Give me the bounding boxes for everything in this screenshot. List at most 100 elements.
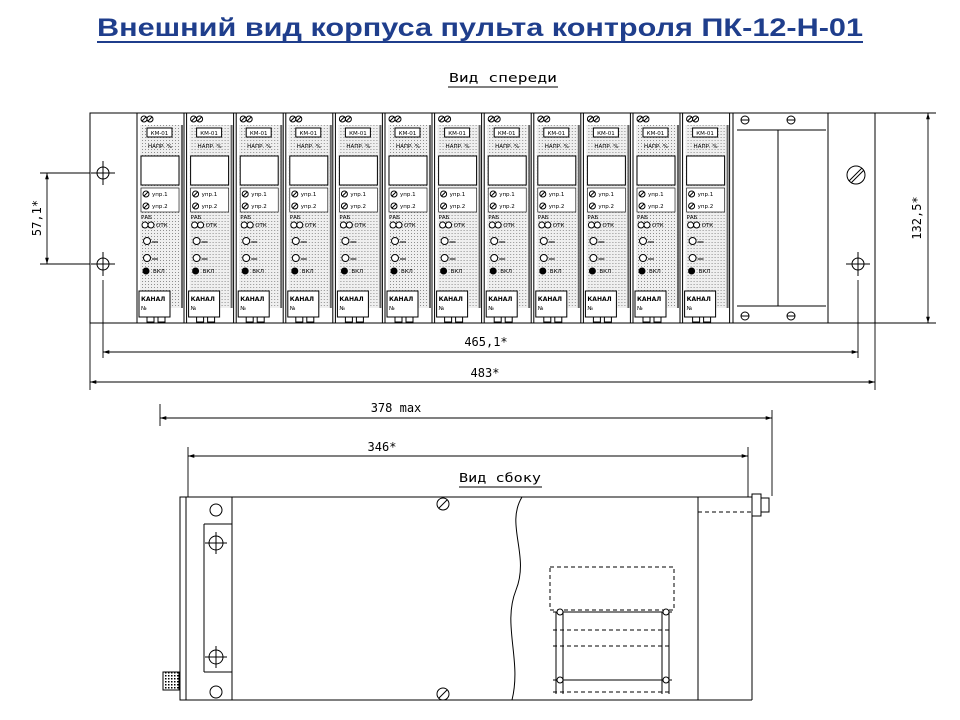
channel-label: КАНАЛ [290, 296, 314, 303]
module-display [686, 155, 726, 186]
module-type-plate [196, 127, 223, 138]
button-icon [688, 190, 696, 198]
run-label: РАБ [389, 215, 400, 221]
fail-label: ОТК [652, 223, 664, 229]
button-1-label: упр.1 [152, 192, 168, 198]
on-label: ВКЛ [252, 269, 264, 275]
button-icon [588, 202, 596, 210]
channel-label: КАНАЛ [687, 296, 711, 303]
screw-icon [344, 115, 352, 123]
button-icon [638, 190, 646, 198]
rear-connector-knob [760, 497, 770, 513]
button-1-label: упр.1 [251, 192, 267, 198]
dimension-holes-span: 465,1* [464, 335, 507, 349]
channel-plate [485, 290, 518, 318]
led-icon [440, 254, 449, 262]
button-2-label: упр.2 [648, 204, 664, 210]
button-slot [193, 191, 198, 197]
screw-icon [196, 115, 204, 123]
run-label: РАБ [290, 215, 301, 221]
power-led-icon [440, 267, 448, 275]
fail-label: ОТК [305, 223, 317, 229]
led-icon [246, 221, 254, 229]
screw-slot [246, 116, 252, 122]
channel-label: КАНАЛ [587, 296, 611, 303]
screw-icon [444, 115, 452, 123]
module-tab [394, 316, 403, 323]
led-icon [345, 221, 353, 229]
screw-icon [245, 115, 253, 123]
led-icon [291, 237, 300, 245]
button-slot [193, 203, 198, 209]
button-icon [588, 190, 596, 198]
button-icon [340, 202, 348, 210]
led-icon [192, 254, 201, 262]
side-view-label: Вид сбоку [459, 471, 541, 485]
screw-slot [290, 116, 296, 122]
module-type-label: КМ-01 [200, 131, 218, 137]
screw-slot [240, 116, 246, 122]
led-icon [339, 221, 347, 229]
module-tab [444, 316, 453, 323]
led-icon [143, 254, 151, 262]
mounting-hole-icon [846, 252, 870, 276]
button-slot [540, 203, 546, 209]
button-icon [539, 202, 547, 210]
hole-circle [209, 503, 223, 517]
screw-slot [346, 116, 351, 122]
button-slot [639, 203, 645, 209]
led-icon [488, 221, 496, 229]
led-icon [639, 254, 647, 262]
led-icon [687, 221, 695, 229]
dimension-height: 132,5* [910, 196, 924, 239]
internal-board-outline [549, 566, 675, 611]
screw-slot [544, 116, 550, 122]
module-type-plate [394, 127, 421, 138]
screw-icon [662, 608, 670, 616]
screw-icon [662, 676, 670, 684]
module-edge-shadow [528, 125, 531, 308]
module-edge-shadow [726, 125, 729, 308]
module-tab [603, 316, 612, 323]
slotted-screw-icon [436, 497, 450, 511]
module-type-plate [295, 127, 322, 138]
button-icon [192, 190, 200, 198]
module-tab [653, 316, 662, 323]
dimension-holes-height: 57,1* [30, 200, 44, 236]
led-icon [143, 237, 151, 245]
button-1-label: упр.1 [499, 192, 515, 198]
button-icon [241, 202, 249, 210]
button-1-label: упр.1 [400, 192, 416, 198]
module-tab [306, 316, 315, 323]
channel-number-label: № [439, 306, 445, 312]
screw-icon [642, 115, 650, 123]
module-tab [554, 316, 563, 323]
hole-circle [209, 685, 223, 699]
front-view-label: Вид спереди [449, 71, 557, 85]
module-display [289, 155, 329, 186]
fail-label: ОТК [702, 223, 714, 229]
module-edge-shadow [379, 125, 382, 308]
module-display [239, 155, 279, 186]
channel-number-label: № [488, 306, 494, 312]
led-icon [544, 221, 552, 229]
module-type-label: КМ-01 [696, 131, 714, 137]
grille-icon [162, 671, 180, 691]
channel-number-label: № [687, 306, 693, 312]
module-edge-shadow [280, 125, 283, 308]
module-type-label: КМ-01 [299, 131, 317, 137]
screw-icon [493, 115, 501, 123]
module-tab [344, 316, 353, 323]
button-1-label: упр.1 [549, 192, 565, 198]
module-edge-shadow [478, 125, 481, 308]
screw-icon [692, 115, 700, 123]
power-led-icon [241, 267, 249, 275]
channel-plate [336, 290, 369, 318]
channel-plate [634, 290, 667, 318]
screw-slot [389, 116, 395, 122]
